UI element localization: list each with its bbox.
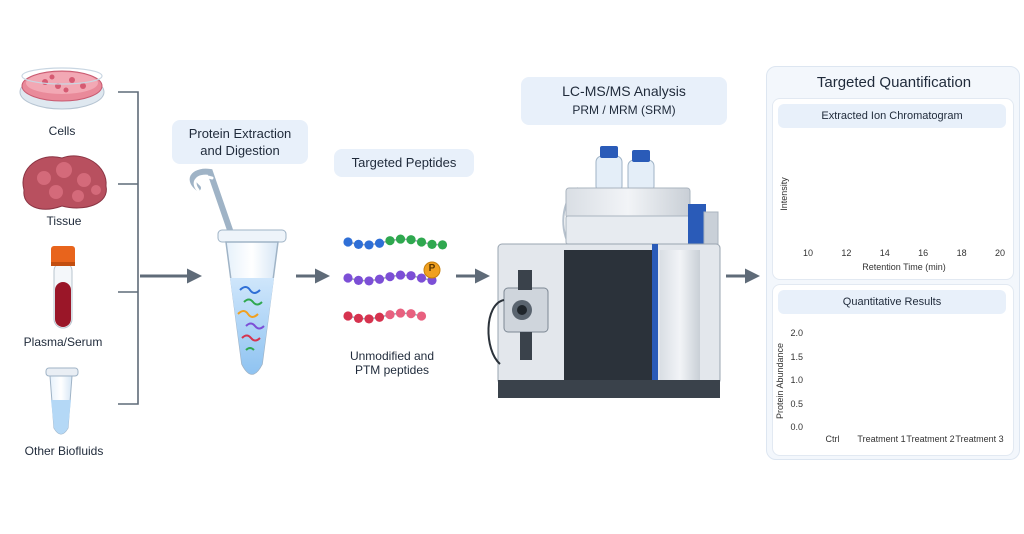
bar-y-tick-label: 0.5 — [790, 398, 803, 409]
peptides-caption: Unmodified and PTM peptides — [350, 349, 434, 377]
peptide-residue — [385, 310, 395, 320]
sample-label-biofluids: Other Biofluids — [24, 444, 104, 458]
chromatogram-x-tick-label: 16 — [918, 248, 929, 258]
peptides-caption-line2: PTM peptides — [354, 363, 430, 377]
peptide-residue — [343, 237, 353, 247]
quant-panel-title: Targeted Quantification — [816, 74, 972, 91]
chromatogram-x-tick-label: 18 — [956, 248, 967, 258]
sample-label-plasma: Plasma/Serum — [23, 335, 103, 349]
bar-title: Quantitative Results — [778, 290, 1006, 314]
peptides-step-title: Targeted Peptides — [334, 149, 474, 177]
lcms-instrument-icon — [487, 146, 721, 398]
peptide-residue — [416, 237, 427, 247]
chromatogram-title: Extracted Ion Chromatogram — [778, 104, 1006, 128]
peptides-caption-line1: Unmodified and — [349, 349, 435, 363]
chromatogram-x-tick-label: 14 — [879, 248, 890, 258]
peptide-chains — [343, 234, 448, 324]
peptide-residue — [427, 239, 437, 249]
tissue-icon — [22, 155, 107, 210]
petri-dish-icon — [19, 67, 105, 110]
chromatogram-xlabel: Retention Time (min) — [862, 262, 946, 272]
sample-label-cells: Cells — [48, 124, 76, 138]
bar-y-tick-label: 1.0 — [790, 375, 803, 385]
peptide-residue — [437, 240, 448, 250]
peptide-residue — [364, 276, 374, 286]
peptide-residue — [385, 236, 395, 246]
sample-label-tissue: Tissue — [46, 214, 82, 228]
peptide-residue — [385, 272, 395, 282]
extraction-step-label: Protein Extraction and Digestion — [172, 120, 308, 164]
bar-category-label: Treatment 1 — [857, 434, 906, 444]
bar-ylabel: Protein Abundance — [775, 342, 785, 420]
chromatogram-x-tick-label: 10 — [802, 248, 814, 258]
peptide-residue — [364, 314, 374, 324]
extraction-line2: and Digestion — [200, 143, 280, 158]
blood-tube-icon — [51, 246, 75, 329]
lcms-step-label: LC-MS/MS Analysis PRM / MRM (SRM) — [521, 77, 727, 125]
peptide-residue — [353, 313, 364, 323]
ptm-badge-label: P — [428, 263, 436, 274]
lcms-title: LC-MS/MS Analysis — [562, 83, 686, 99]
bar-category-label: Treatment 2 — [906, 434, 955, 444]
chromatogram-ylabel: Intensity — [779, 177, 789, 211]
bar-y-tick-label: 1.5 — [790, 351, 803, 362]
peptide-residue — [406, 271, 416, 281]
bar-y-tick-label: 2.0 — [790, 328, 803, 338]
peptide-residue — [374, 312, 385, 322]
bar-category-label: Treatment 3 — [955, 434, 1004, 444]
peptide-residue — [343, 311, 353, 321]
bar-category-label: Ctrl — [825, 434, 840, 444]
ptm-badge — [423, 261, 441, 279]
peptide-residue — [416, 273, 427, 283]
peptide-residue — [374, 238, 385, 248]
bar-y-tick-label: 0.0 — [790, 422, 803, 432]
peptide-residue — [374, 274, 385, 284]
peptide-residue — [343, 273, 353, 283]
peptide-residue — [395, 308, 406, 318]
peptide-residue — [395, 234, 406, 244]
sample-bracket — [118, 91, 139, 405]
peptide-residue — [416, 311, 427, 321]
peptide-backbone — [347, 238, 443, 246]
peptide-residue — [353, 275, 364, 285]
biofluid-tube-icon — [45, 367, 79, 435]
lcms-subtitle: PRM / MRM (SRM) — [572, 103, 676, 117]
extraction-line1: Protein Extraction — [188, 126, 292, 141]
peptide-residue — [395, 270, 406, 280]
peptide-residue — [406, 235, 416, 245]
chromatogram-panel — [772, 98, 1014, 280]
peptide-residue — [364, 240, 374, 250]
microtube-icon — [189, 168, 287, 375]
peptide-residue — [353, 239, 364, 249]
peptide-residue — [406, 309, 416, 319]
chromatogram-x-tick-label: 20 — [994, 248, 1006, 258]
chromatogram-x-tick-label: 12 — [841, 248, 852, 258]
